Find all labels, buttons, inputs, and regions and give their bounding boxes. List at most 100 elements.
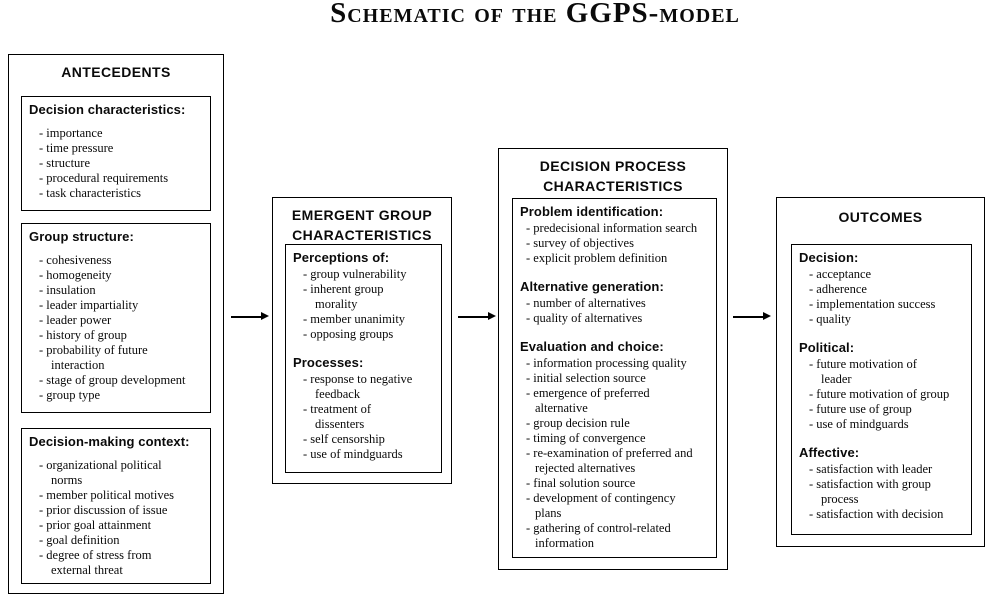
list-item: - adherence [809,282,867,296]
list-item: - timing of convergence [526,431,646,445]
list-item: - quality of alternatives [526,311,643,325]
list-item: - organizational political norms [39,458,162,487]
section-item-list: - satisfaction with leader- satisfaction… [799,462,967,522]
list-item: - group decision rule [526,416,630,430]
list-item: - satisfaction with decision [809,507,944,521]
section-heading: Perceptions of: [293,250,390,265]
list-item: - satisfaction with group process [809,477,931,506]
list-item: - development of contingency plans [526,491,676,520]
list-item: - degree of stress from external threat [39,548,152,577]
list-item: - gathering of control-related informati… [526,521,671,550]
list-item: - final solution source [526,476,636,490]
list-item: - importance [39,126,103,140]
decision-process-inner-box: Problem identification: - predecisional … [512,198,717,558]
section-heading: Alternative generation: [520,279,664,294]
list-item: - procedural requirements [39,171,169,185]
outcomes-inner-box: Decision: - acceptance- adherence- imple… [791,244,972,535]
emergent-inner-box: Perceptions of: - group vulnerability- i… [285,244,442,473]
section-heading: Evaluation and choice: [520,339,664,354]
section-heading: Decision-making context: [29,434,190,449]
flow-arrow-icon [458,312,496,319]
list-item: - use of mindguards [303,447,403,461]
list-item: - group vulnerability [303,267,407,281]
section-item-list: - importance- time pressure- structure- … [29,126,206,201]
list-item: - response to negative feedback [303,372,413,401]
list-item: - use of mindguards [809,417,909,431]
list-item: - prior discussion of issue [39,503,168,517]
list-item: - future use of group [809,402,912,416]
section-item-list: - number of alternatives- quality of alt… [520,296,712,326]
list-item: - re-examination of preferred and reject… [526,446,693,475]
section-item-list: - acceptance- adherence- implementation … [799,267,967,327]
list-item: - homogeneity [39,268,112,282]
list-item: - member unanimity [303,312,406,326]
section-item-list: - response to negative feedback- treatme… [293,372,437,462]
list-item: - quality [809,312,852,326]
flow-arrow-icon [733,312,771,319]
box-antecedents: ANTECEDENTS Decision characteristics: - … [8,54,224,594]
list-item: - acceptance [809,267,872,281]
list-item: - number of alternatives [526,296,646,310]
section-affective: Affective: - satisfaction with leader- s… [799,445,967,522]
box-antecedents-title: ANTECEDENTS [61,64,171,80]
section-heading: Affective: [799,445,860,460]
section-item-list: - information processing quality- initia… [520,356,712,551]
list-item: - task characteristics [39,186,142,200]
section-heading: Political: [799,340,855,355]
section-item-list: - group vulnerability- inherent group mo… [293,267,437,342]
list-item: - future motivation of group [809,387,950,401]
list-item: - opposing groups [303,327,394,341]
list-item: - insulation [39,283,96,297]
section-alternative-generation: Alternative generation: - number of alte… [520,279,712,326]
section-heading: Processes: [293,355,364,370]
list-item: - future motivation of leader [809,357,917,386]
list-item: - leader power [39,313,112,327]
section-problem-identification: Problem identification: - predecisional … [520,204,712,266]
section-item-list: - organizational political norms- member… [29,458,206,578]
section-heading: Decision characteristics: [29,102,186,117]
list-item: - prior goal attainment [39,518,152,532]
list-item: - implementation success [809,297,936,311]
list-item: - initial selection source [526,371,646,385]
section-perceptions-of: Perceptions of: - group vulnerability- i… [293,250,437,342]
list-item: - treatment of dissenters [303,402,372,431]
section-group-structure: Group structure: - cohesiveness- homogen… [21,223,211,413]
flow-arrow-icon [231,312,269,319]
section-decision: Decision: - acceptance- adherence- imple… [799,250,967,327]
section-processes: Processes: - response to negative feedba… [293,355,437,462]
page-title: Schematic of the GGPS-model [330,0,740,29]
box-outcomes-title: OUTCOMES [838,209,923,225]
section-heading: Problem identification: [520,204,664,219]
list-item: - leader impartiality [39,298,139,312]
section-decision-characteristics: Decision characteristics: - importance- … [21,96,211,211]
list-item: - member political motives [39,488,175,502]
list-item: - probability of future interaction [39,343,148,372]
section-decision-making-context: Decision-making context: - organizationa… [21,428,211,584]
list-item: - history of group [39,328,127,342]
list-item: - cohesiveness [39,253,112,267]
section-item-list: - predecisional information search- surv… [520,221,712,266]
box-decision-process-characteristics: DECISION PROCESS CHARACTERISTICS Problem… [498,148,728,570]
list-item: - self censorship [303,432,385,446]
list-item: - emergence of preferred alternative [526,386,650,415]
box-emergent-group-characteristics: EMERGENT GROUP CHARACTERISTICS Perceptio… [272,197,452,484]
list-item: - inherent group morality [303,282,384,311]
list-item: - survey of objectives [526,236,634,250]
section-item-list: - cohesiveness- homogeneity- insulation-… [29,253,206,403]
section-political: Political: - future motivation of leader… [799,340,967,432]
list-item: - stage of group development [39,373,186,387]
box-outcomes: OUTCOMES Decision: - acceptance- adheren… [776,197,985,547]
list-item: - goal definition [39,533,120,547]
list-item: - predecisional information search [526,221,698,235]
box-decision-process-title: DECISION PROCESS CHARACTERISTICS [539,158,687,194]
list-item: - time pressure [39,141,114,155]
section-evaluation-and-choice: Evaluation and choice: - information pro… [520,339,712,551]
section-item-list: - future motivation of leader- future mo… [799,357,967,432]
list-item: - structure [39,156,91,170]
list-item: - information processing quality [526,356,687,370]
list-item: - satisfaction with leader [809,462,933,476]
section-heading: Decision: [799,250,859,265]
list-item: - explicit problem definition [526,251,668,265]
list-item: - group type [39,388,101,402]
